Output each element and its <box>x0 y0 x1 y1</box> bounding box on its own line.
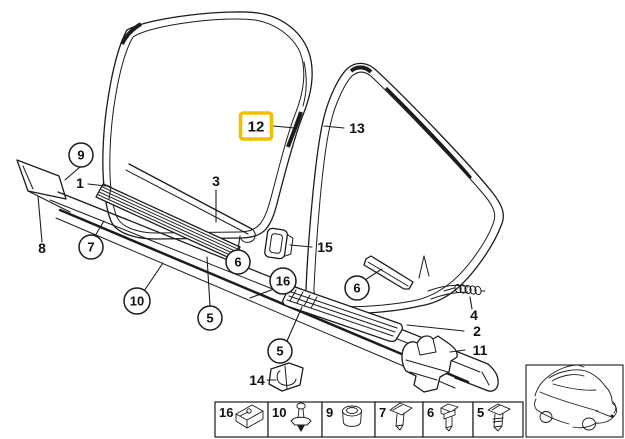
callout-circle-5-front[interactable]: 5 <box>197 305 223 331</box>
legend-cell-9[interactable]: 9 <box>321 401 376 438</box>
callout-label-14[interactable]: 14 <box>249 372 265 388</box>
legend-cell-6[interactable]: 6 <box>422 401 474 438</box>
svg-text:9: 9 <box>77 148 84 163</box>
expanding-rivet-icon <box>290 402 312 432</box>
legend-cell-5[interactable]: 5 <box>472 401 524 438</box>
callout-circle-10[interactable]: 10 <box>123 287 151 315</box>
rear-door-seal-drawing <box>305 62 504 315</box>
svg-text:6: 6 <box>427 405 434 420</box>
callout-label-4[interactable]: 4 <box>470 307 478 323</box>
svg-text:6: 6 <box>353 281 360 296</box>
svg-text:10: 10 <box>272 405 286 420</box>
sheet-metal-clip-icon <box>235 404 264 429</box>
callout-circle-7[interactable]: 7 <box>78 234 104 260</box>
part-4-drawing <box>443 283 486 296</box>
svg-text:10: 10 <box>130 294 144 309</box>
highlight-box <box>238 111 274 141</box>
callout-circle-6-rear[interactable]: 6 <box>344 275 370 301</box>
callout-label-15[interactable]: 15 <box>317 239 333 255</box>
svg-text:9: 9 <box>326 405 333 420</box>
svg-text:7: 7 <box>379 405 386 420</box>
svg-text:16: 16 <box>219 405 233 420</box>
callout-label-2[interactable]: 2 <box>473 323 481 339</box>
legend-cell-10[interactable]: 10 <box>267 401 323 438</box>
legend-cell-7[interactable]: 7 <box>374 401 424 438</box>
callout-label-13[interactable]: 13 <box>349 120 365 136</box>
callout-circle-5-rear[interactable]: 5 <box>267 338 293 364</box>
svg-text:7: 7 <box>87 240 94 255</box>
part-14-drawing <box>268 362 304 392</box>
trim-clip-icon <box>487 403 511 432</box>
callout-circle-6-front[interactable]: 6 <box>225 249 251 275</box>
rear-sill-strip-drawing <box>363 255 414 290</box>
callout-circle-16[interactable]: 16 <box>269 267 297 295</box>
callout-label-11[interactable]: 11 <box>473 342 488 358</box>
rear-entrance-strip-drawing <box>282 285 404 343</box>
grommet-icon <box>342 405 362 427</box>
callout-label-3[interactable]: 3 <box>212 173 220 189</box>
callout-circle-9[interactable]: 9 <box>68 142 94 168</box>
legend-cell-16[interactable]: 16 <box>214 401 269 438</box>
highlighted-callout-12[interactable]: 12 <box>238 111 274 141</box>
part-15-drawing <box>264 227 294 260</box>
trim-clip-icon <box>440 403 459 432</box>
legend-row: 16 10 9 <box>214 401 524 438</box>
trim-clip-icon <box>389 402 413 431</box>
svg-text:12: 12 <box>248 119 265 136</box>
callout-label-8[interactable]: 8 <box>38 240 46 256</box>
callout-label-1[interactable]: 1 <box>76 175 84 191</box>
svg-text:5: 5 <box>477 405 484 420</box>
svg-text:16: 16 <box>276 274 290 289</box>
sedan-outline-icon <box>534 364 618 431</box>
svg-text:6: 6 <box>234 255 241 270</box>
svg-text:5: 5 <box>206 311 213 326</box>
front-door-seal-drawing <box>102 11 313 240</box>
leader-lines <box>37 125 473 381</box>
svg-text:5: 5 <box>276 344 283 359</box>
vehicle-thumbnail[interactable] <box>525 364 624 438</box>
part-11-drawing <box>401 335 458 393</box>
